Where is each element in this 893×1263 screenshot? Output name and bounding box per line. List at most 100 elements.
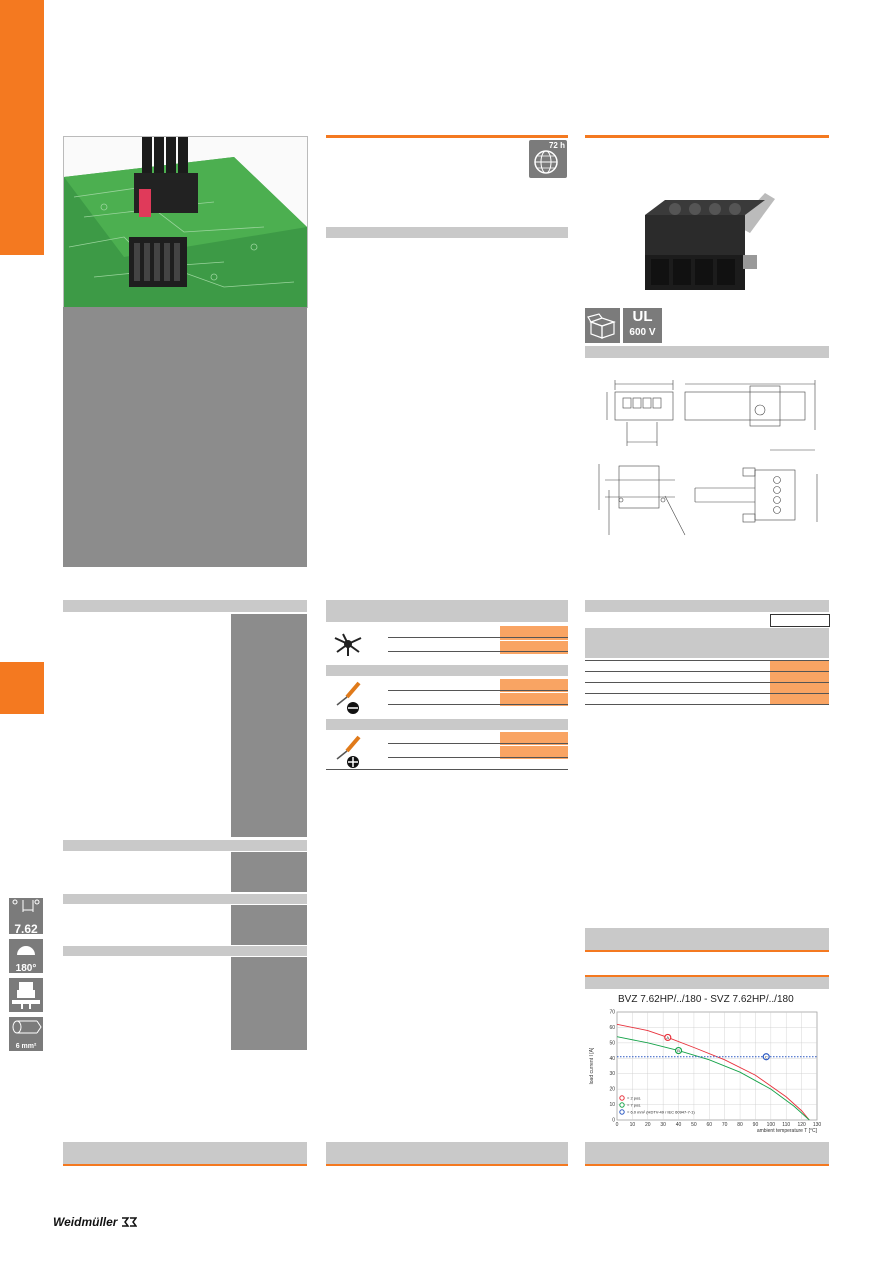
footer-rule-3 [585, 1164, 829, 1166]
tool-value-1a [500, 626, 568, 640]
spec-section-band-3 [63, 946, 307, 956]
edge-strip-top [0, 0, 44, 255]
ordering-value-2 [770, 672, 829, 682]
globe-72h-icon: 72 h [529, 140, 567, 178]
spec-section-values-1 [231, 852, 307, 892]
x-tick-label: 110 [782, 1122, 790, 1128]
slotted-screwdriver-icon [336, 681, 361, 714]
dimension-drawings [585, 370, 829, 545]
y-tick-label: 60 [609, 1025, 615, 1031]
footer-rule-2 [326, 1164, 568, 1166]
column3-band [585, 346, 829, 358]
series-marker-letter: A [666, 1035, 669, 1040]
ul-600v-badge: UL 600 V [623, 308, 662, 343]
ordering-row-divider [585, 704, 829, 705]
column2-rule [326, 135, 568, 138]
tool-value-2a [500, 679, 568, 692]
ordering-row-divider [585, 693, 829, 694]
tool-value-2b [500, 693, 568, 706]
y-tick-label: 70 [609, 1010, 615, 1016]
y-tick-label: 50 [609, 1040, 615, 1046]
x-tick-label: 10 [630, 1122, 636, 1128]
x-tick-label: 100 [767, 1122, 776, 1128]
pitch-icon: 7.62 [9, 898, 43, 936]
brand-logo: Weidmüller [53, 1215, 138, 1229]
tool-row-divider [388, 743, 568, 744]
tool-row-group-2 [326, 677, 568, 717]
spec-section-values-3 [231, 957, 307, 1050]
ordering-note-rule [585, 950, 829, 952]
y-tick-label: 0 [612, 1118, 615, 1124]
ordering-subheader [585, 628, 829, 658]
x-tick-label: 40 [676, 1122, 682, 1128]
wire-cross-section-icon: 6 mm² [9, 1017, 43, 1051]
ordering-row-divider [585, 660, 829, 661]
column3-rule [585, 135, 829, 138]
product-photo [63, 136, 308, 308]
ordering-value-3 [770, 683, 829, 693]
chart-top-rule [585, 975, 829, 977]
footer-rule-1 [63, 1164, 307, 1166]
tool-section-band-2 [326, 665, 568, 676]
series-marker-letter: C [765, 1054, 768, 1059]
ordering-row-divider [585, 671, 829, 672]
tool-table-header [326, 600, 568, 622]
pcb-connector-icon [9, 978, 43, 1012]
series-marker-C [762, 1053, 770, 1061]
pcb-photo-illustration [64, 137, 307, 307]
x-tick-label: 0 [616, 1122, 619, 1128]
series-marker-B [674, 1046, 683, 1055]
y-axis-label: load current I [A] [589, 1047, 595, 1084]
y-tick-label: 40 [609, 1056, 615, 1062]
ordering-value-1 [770, 661, 829, 671]
angle-180-icon: 180° [9, 939, 43, 974]
y-tick-label: 20 [609, 1087, 615, 1093]
footer-band-2 [326, 1142, 568, 1164]
wire-label: 6 mm² [15, 1043, 37, 1050]
tool-row-divider [388, 757, 568, 758]
x-tick-label: 120 [797, 1122, 806, 1128]
tool-section-band-3 [326, 719, 568, 730]
tool-row-divider [388, 651, 568, 652]
tool-row-divider [388, 637, 568, 638]
series-marker-letter: B [677, 1048, 680, 1053]
tool-row-divider [326, 769, 568, 770]
edge-strip-tab [0, 662, 44, 714]
x-axis-label: ambient temperature T [°C] [757, 1128, 818, 1134]
x-tick-label: 80 [737, 1122, 743, 1128]
tool-value-3a [500, 732, 568, 745]
ordering-value-4 [770, 694, 829, 704]
x-tick-label: 20 [645, 1122, 651, 1128]
tool-value-3b [500, 746, 568, 759]
pitch-label: 7.62 [14, 922, 38, 936]
ordering-row-divider [585, 682, 829, 683]
x-tick-label: 130 [813, 1122, 822, 1128]
x-tick-label: 50 [691, 1122, 697, 1128]
x-tick-label: 70 [722, 1122, 728, 1128]
spec-table-value-column [231, 614, 307, 837]
plug-product-image [625, 185, 785, 300]
description-panel [63, 307, 307, 567]
chart-title: BVZ 7.62HP/../180 - SVZ 7.62HP/../180 [618, 994, 794, 1005]
ordering-note-band [585, 928, 829, 950]
tool-row-group-1 [326, 624, 568, 664]
series-line-A [616, 1023, 810, 1121]
hours-badge-label: 72 h [548, 141, 565, 150]
spec-table-header [63, 600, 307, 612]
y-tick-label: 10 [609, 1102, 615, 1108]
ordering-input-box[interactable] [770, 614, 830, 627]
brand-logo-text: Weidmüller [53, 1215, 118, 1229]
ordering-table-header [585, 600, 829, 612]
tool-value-1b [500, 641, 568, 654]
spec-section-band-1 [63, 840, 307, 851]
footer-band-1 [63, 1142, 307, 1164]
plot-area [616, 1011, 818, 1121]
tool-row-group-3 [326, 731, 568, 771]
y-tick-label: 30 [609, 1071, 615, 1077]
column2-band [326, 227, 568, 238]
series-line-B [616, 1036, 810, 1121]
ul-label: UL [632, 308, 653, 325]
legend-entry: = 7 pos. [627, 1103, 641, 1108]
x-tick-label: 30 [660, 1122, 666, 1128]
